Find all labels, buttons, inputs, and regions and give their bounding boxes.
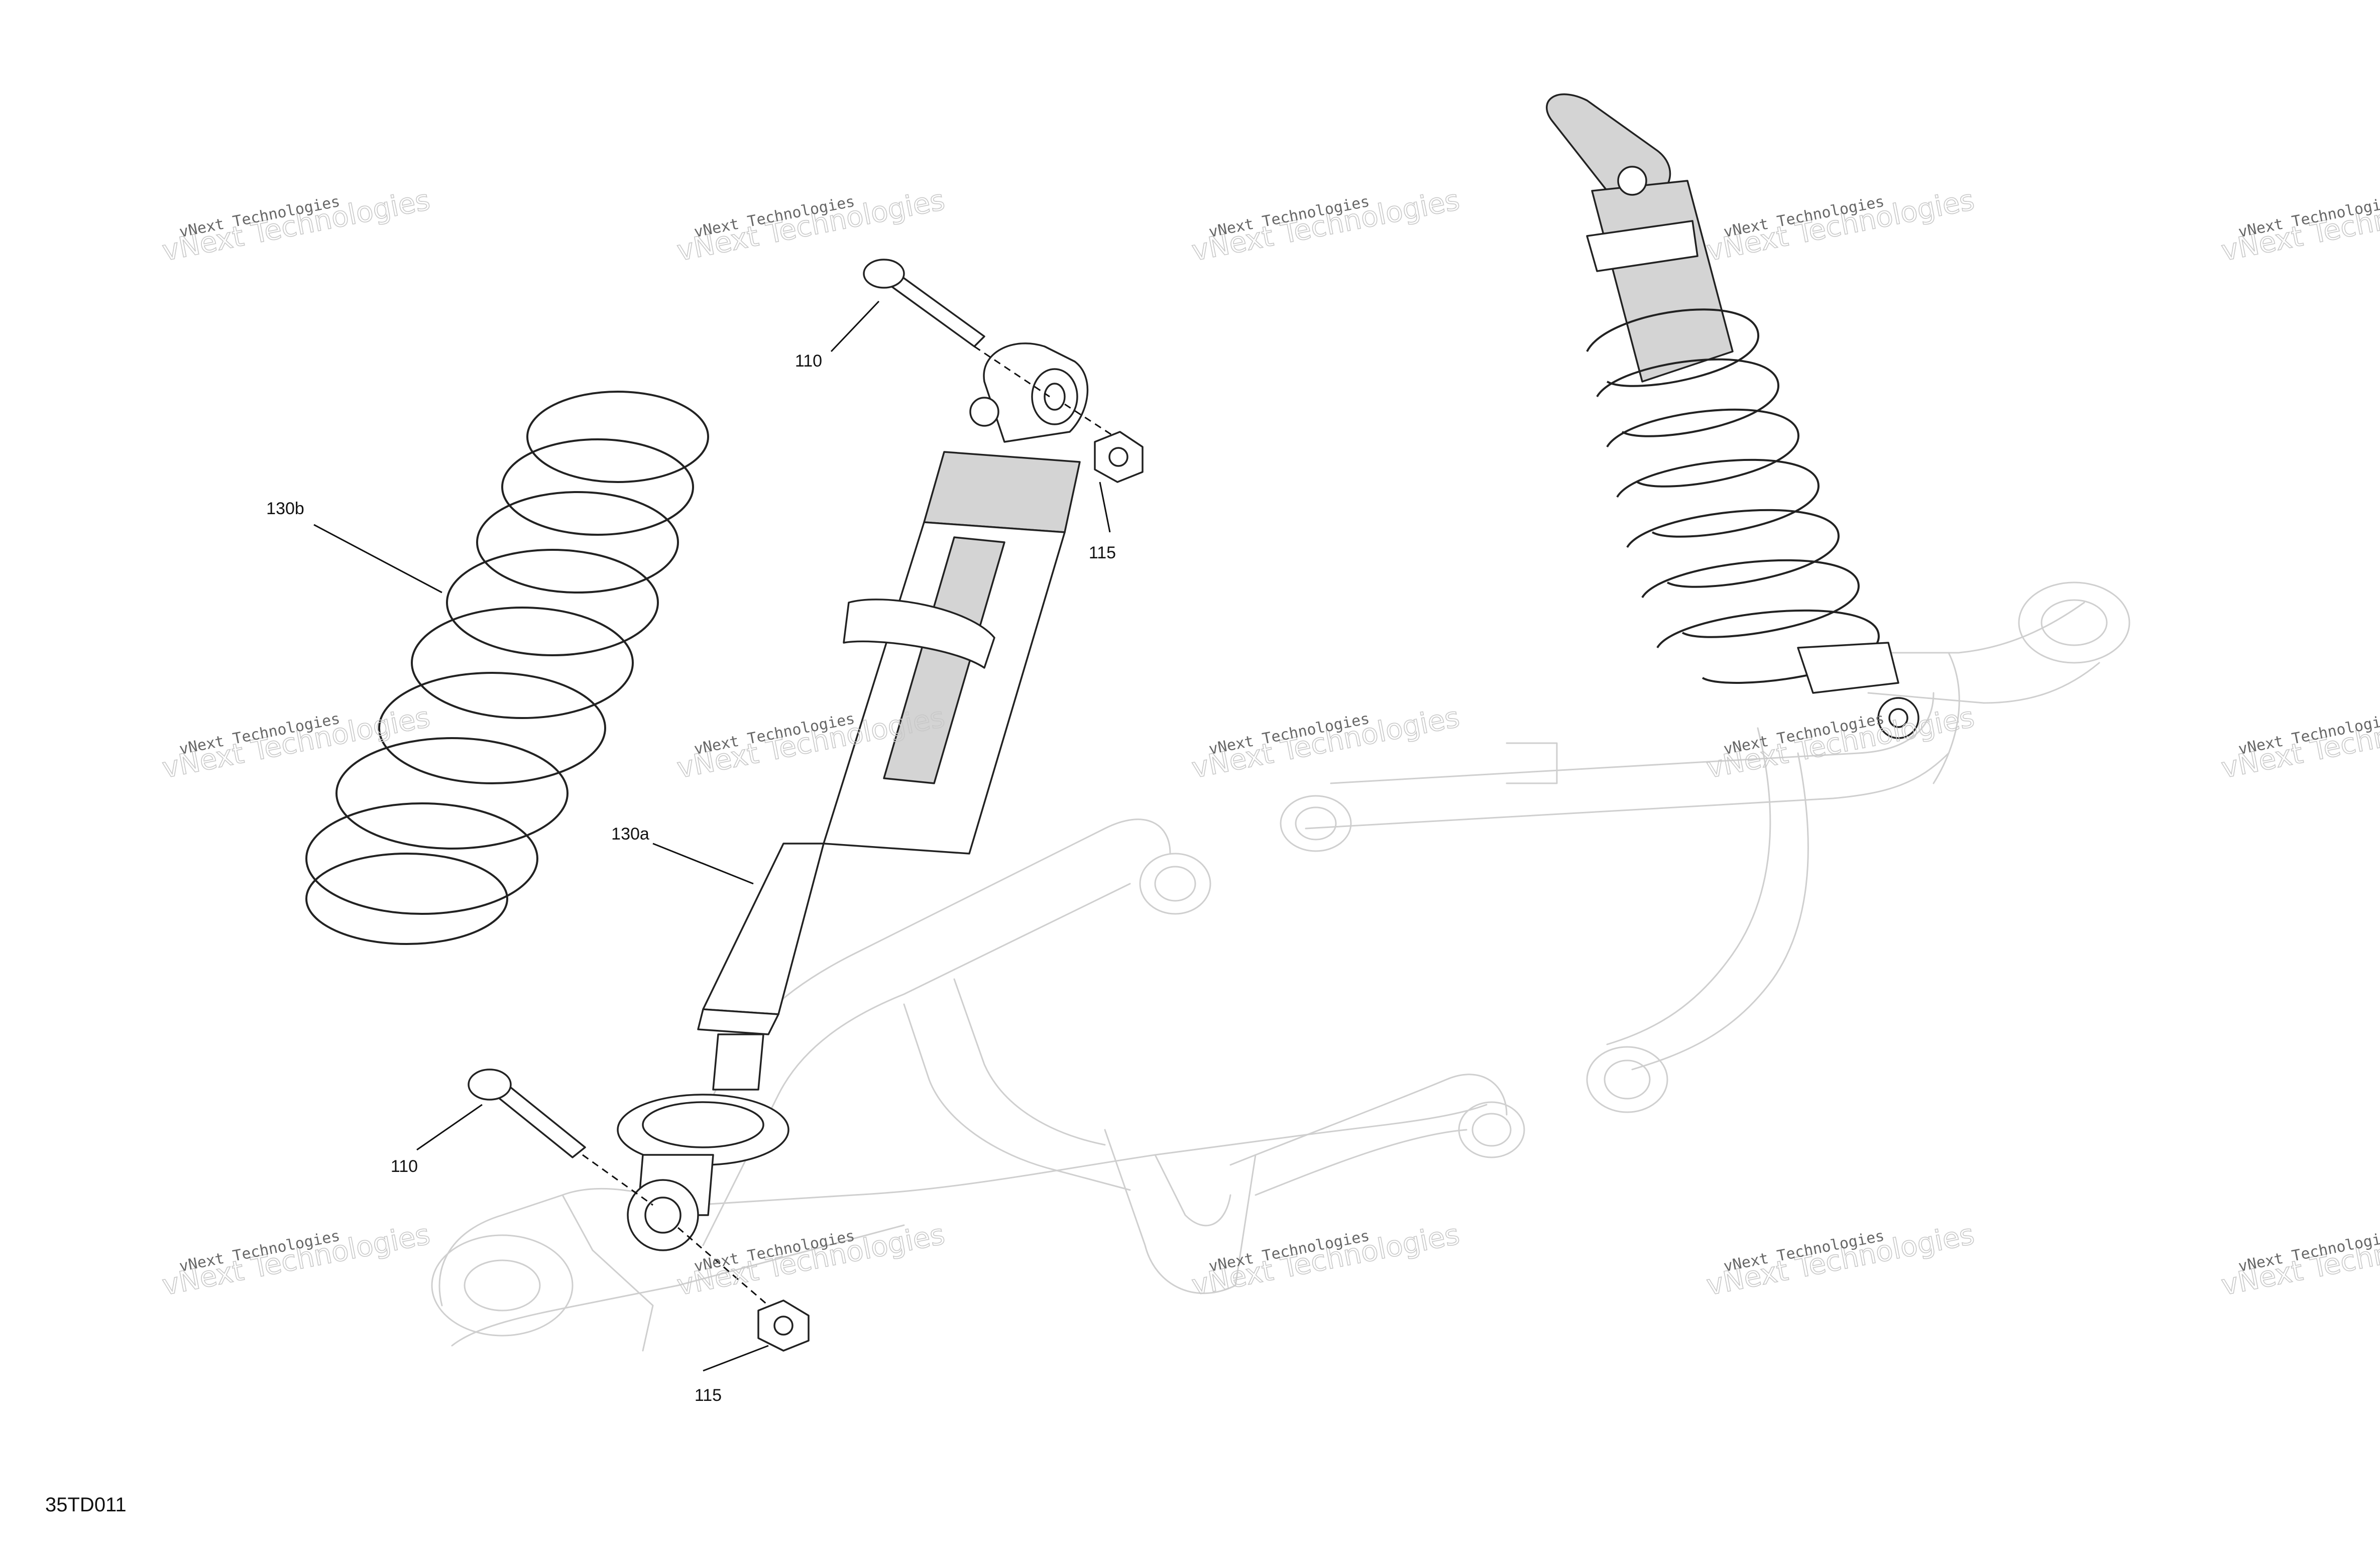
- callout-130b: 130b: [266, 499, 304, 518]
- nut-lower: [757, 1299, 810, 1352]
- exploded-coil-spring: [305, 391, 709, 945]
- bolt-lower: [468, 1069, 586, 1158]
- callout-115-lower: 115: [695, 1386, 722, 1405]
- installed-coil-spring: [1586, 308, 1880, 684]
- installed-shock-assembly: [1546, 93, 1919, 739]
- bolt-upper: [863, 259, 985, 347]
- callout-130a: 130a: [611, 824, 649, 844]
- callout-110-lower: 110: [391, 1157, 418, 1176]
- callout-115-upper: 115: [1089, 543, 1116, 562]
- nut-upper: [1094, 431, 1144, 483]
- figure-id: 35TD011: [45, 1494, 127, 1516]
- callout-110-upper: 110: [795, 351, 822, 371]
- exploded-shock-absorber: [617, 342, 1089, 1251]
- leader-lines: [313, 300, 1111, 1372]
